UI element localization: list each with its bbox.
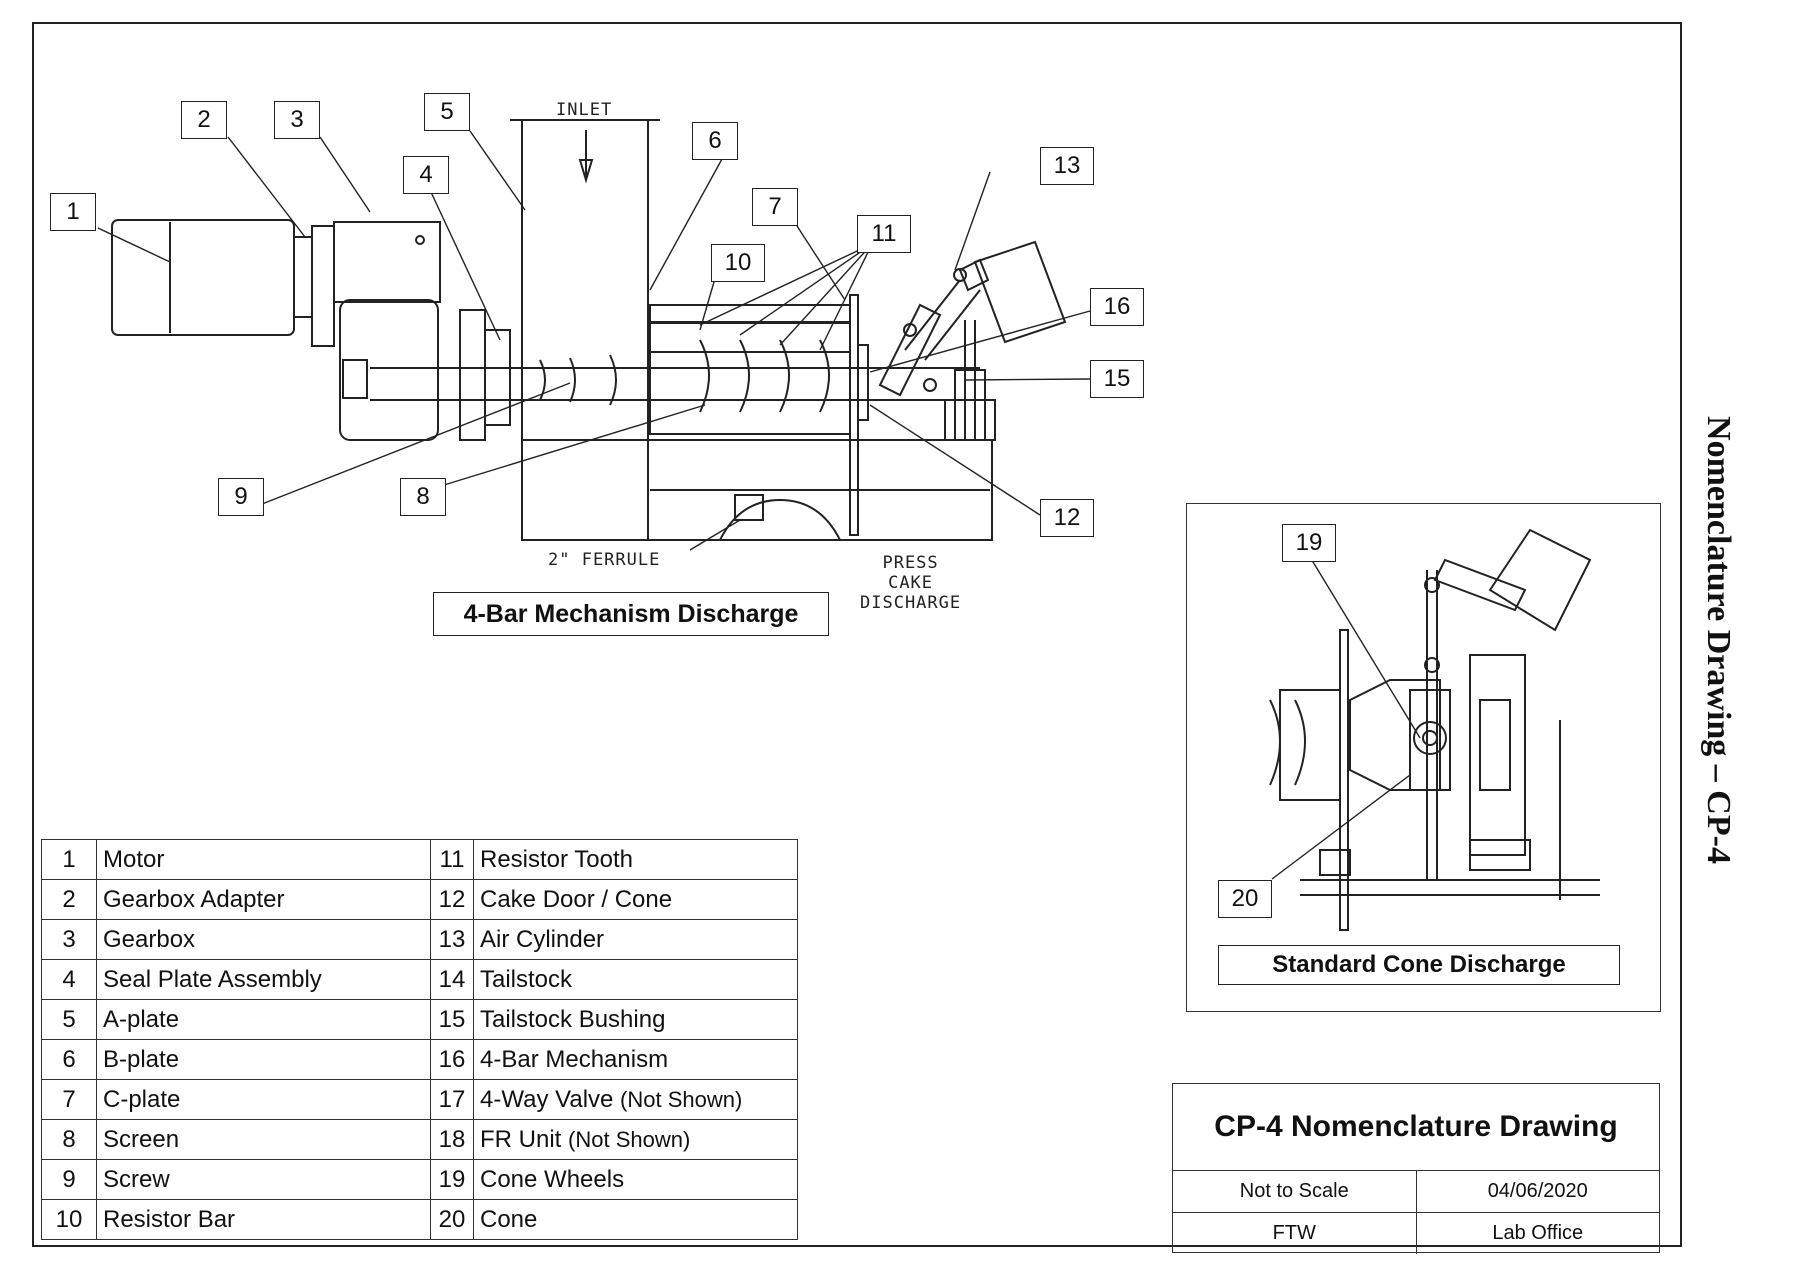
part-num: 4 xyxy=(41,959,97,1000)
scale-cell: Not to Scale xyxy=(1239,1180,1349,1202)
part-name: Gearbox xyxy=(96,919,431,960)
drawing-sheet xyxy=(32,22,1682,1247)
callout-19: 19 xyxy=(1282,524,1336,562)
table-row: 7 C-plate 17 4-Way Valve (Not Shown) xyxy=(41,1079,798,1120)
part-num: 1 xyxy=(41,839,97,880)
table-row: 10 Resistor Bar 20 Cone xyxy=(41,1199,798,1240)
callout-11: 11 xyxy=(857,215,911,253)
part-note: (Not Shown) xyxy=(620,1086,743,1112)
part-num: 10 xyxy=(41,1199,97,1240)
part-num: 11 xyxy=(430,839,474,880)
drawn-by-cell: FTW xyxy=(1272,1222,1316,1244)
table-row: 5 A-plate 15 Tailstock Bushing xyxy=(41,999,798,1040)
title-block-row: Not to Scale 04/06/2020 xyxy=(1173,1171,1659,1212)
callout-7: 7 xyxy=(752,188,798,226)
part-name: Screen xyxy=(96,1119,431,1160)
part-note: (Not Shown) xyxy=(568,1126,691,1152)
title-block-row: FTW Lab Office xyxy=(1173,1212,1659,1254)
part-name: 4-Bar Mechanism xyxy=(473,1039,798,1080)
part-name: Tailstock xyxy=(473,959,798,1000)
parts-table: 1 Motor 11 Resistor Tooth 2 Gearbox Adap… xyxy=(41,839,798,1240)
part-num: 18 xyxy=(430,1119,474,1160)
callout-6: 6 xyxy=(692,122,738,160)
callout-20: 20 xyxy=(1218,880,1272,918)
part-num: 14 xyxy=(430,959,474,1000)
part-num: 3 xyxy=(41,919,97,960)
side-title: Nomenclature Drawing – CP-4 xyxy=(1700,416,1737,864)
part-num: 20 xyxy=(430,1199,474,1240)
part-num: 2 xyxy=(41,879,97,920)
table-row: 4 Seal Plate Assembly 14 Tailstock xyxy=(41,959,798,1000)
part-name-text: FR Unit xyxy=(480,1125,562,1153)
location-cell: Lab Office xyxy=(1415,1213,1660,1254)
callout-10: 10 xyxy=(711,244,765,282)
part-num: 5 xyxy=(41,999,97,1040)
part-num: 16 xyxy=(430,1039,474,1080)
inset-view-caption: Standard Cone Discharge xyxy=(1218,945,1620,985)
callout-5: 5 xyxy=(424,93,470,131)
table-row: 3 Gearbox 13 Air Cylinder xyxy=(41,919,798,960)
ferrule-label: 2" FERRULE xyxy=(548,550,661,570)
part-num: 15 xyxy=(430,999,474,1040)
title-block: CP-4 Nomenclature Drawing Not to Scale 0… xyxy=(1172,1083,1660,1254)
callout-3: 3 xyxy=(274,101,320,139)
table-row: 1 Motor 11 Resistor Tooth xyxy=(41,839,798,880)
callout-9: 9 xyxy=(218,478,264,516)
callout-2: 2 xyxy=(181,101,227,139)
part-name: Screw xyxy=(96,1159,431,1200)
part-name: Seal Plate Assembly xyxy=(96,959,431,1000)
callout-16: 16 xyxy=(1090,288,1144,326)
part-num: 8 xyxy=(41,1119,97,1160)
callout-4: 4 xyxy=(403,156,449,194)
part-name: Air Cylinder xyxy=(473,919,798,960)
press-cake-discharge-label: PRESS CAKE DISCHARGE xyxy=(860,553,962,613)
drawing-title: CP-4 Nomenclature Drawing xyxy=(1173,1084,1659,1171)
part-num: 13 xyxy=(430,919,474,960)
motor-body xyxy=(111,219,295,336)
part-name: FR Unit (Not Shown) xyxy=(473,1119,798,1160)
part-name: Cone Wheels xyxy=(473,1159,798,1200)
callout-13: 13 xyxy=(1040,147,1094,185)
part-num: 17 xyxy=(430,1079,474,1120)
part-name: 4-Way Valve (Not Shown) xyxy=(473,1079,798,1120)
part-name: Tailstock Bushing xyxy=(473,999,798,1040)
table-row: 6 B-plate 16 4-Bar Mechanism xyxy=(41,1039,798,1080)
part-num: 9 xyxy=(41,1159,97,1200)
part-name: Cone xyxy=(473,1199,798,1240)
part-num: 19 xyxy=(430,1159,474,1200)
part-name-text: 4-Way Valve xyxy=(480,1085,614,1113)
callout-12: 12 xyxy=(1040,499,1094,537)
main-view-caption: 4-Bar Mechanism Discharge xyxy=(433,592,829,636)
part-name: Gearbox Adapter xyxy=(96,879,431,920)
table-row: 8 Screen 18 FR Unit (Not Shown) xyxy=(41,1119,798,1160)
part-name: A-plate xyxy=(96,999,431,1040)
table-row: 2 Gearbox Adapter 12 Cake Door / Cone xyxy=(41,879,798,920)
part-name: Cake Door / Cone xyxy=(473,879,798,920)
part-num: 7 xyxy=(41,1079,97,1120)
inset-view-frame xyxy=(1186,503,1661,1012)
part-name: B-plate xyxy=(96,1039,431,1080)
inlet-label: INLET xyxy=(556,100,613,120)
part-name: Resistor Bar xyxy=(96,1199,431,1240)
table-row: 9 Screw 19 Cone Wheels xyxy=(41,1159,798,1200)
date-cell: 04/06/2020 xyxy=(1415,1171,1660,1212)
part-name: Resistor Tooth xyxy=(473,839,798,880)
part-name: Motor xyxy=(96,839,431,880)
callout-15: 15 xyxy=(1090,360,1144,398)
part-num: 12 xyxy=(430,879,474,920)
callout-8: 8 xyxy=(400,478,446,516)
callout-1: 1 xyxy=(50,193,96,231)
part-name: C-plate xyxy=(96,1079,431,1120)
part-num: 6 xyxy=(41,1039,97,1080)
